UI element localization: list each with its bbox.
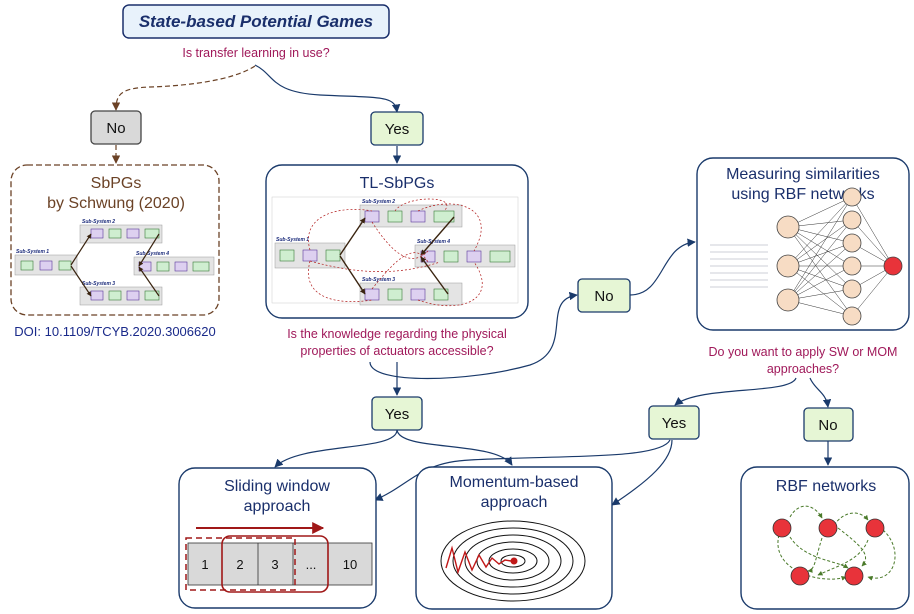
tlsbpgs-title: TL-SbPGs <box>360 175 435 192</box>
title-box: State-based Potential Games <box>122 4 390 39</box>
question-sw-mom-line1: Do you want to apply SW or MOM <box>709 345 898 359</box>
question-transfer-learning: Is transfer learning in use? <box>182 46 329 60</box>
similarity-title-line1: Measuring similarities <box>726 166 880 183</box>
sliding-window-box: Sliding window approach 1 2 3 ... 10 <box>178 467 377 609</box>
sbpgs-ss3-label: Sub-System 3 <box>82 281 115 287</box>
decision-yes-1-label: Yes <box>385 121 409 138</box>
sliding-cell-3: 3 <box>271 557 278 572</box>
sliding-title-line2: approach <box>244 498 311 515</box>
sbpgs-title-line1: SbPGs <box>91 175 142 192</box>
arrow-no2-to-similarity <box>629 238 696 296</box>
tlsbpgs-box: TL-SbPGs Sub-System 1 Sub-System 2 Sub-S… <box>265 164 529 319</box>
decision-no-2: No <box>577 278 631 313</box>
data-table-sketch <box>710 244 768 288</box>
arrow-q1-to-no1 <box>111 65 256 111</box>
decision-no-2-label: No <box>594 288 613 305</box>
sbpgs-ss4-label: Sub-System 4 <box>136 251 169 257</box>
sliding-cell-2: 2 <box>236 557 243 572</box>
tlsbpgs-system-sketch: Sub-System 1 Sub-System 2 Sub-System 4 S… <box>271 196 519 307</box>
sliding-window-prev <box>185 537 296 591</box>
momentum-minimum-point <box>510 557 518 565</box>
arrow-yes2-to-momentum <box>396 429 513 466</box>
sbpgs-ss2-label: Sub-System 2 <box>82 219 115 225</box>
decision-no-1-label: No <box>106 120 125 137</box>
momentum-title-line2: approach <box>481 494 548 511</box>
arrow-q3-to-no3 <box>809 377 832 408</box>
question-sw-mom-line2: approaches? <box>767 362 839 376</box>
arrow-q1-to-yes <box>254 64 401 113</box>
sbpgs-ss1-label: Sub-System 1 <box>16 249 49 255</box>
arrow-yes3-to-sliding <box>374 439 671 501</box>
decision-no-3-label: No <box>818 417 837 434</box>
sliding-title-line1: Sliding window <box>224 478 330 495</box>
contour-plot <box>440 520 586 602</box>
decision-yes-3-label: Yes <box>662 415 686 432</box>
similarity-title-line2: using RBF networks <box>731 186 874 203</box>
sbpgs-doi: DOI: 10.1109/TCYB.2020.3006620 <box>14 324 215 339</box>
rbf-networks-title: RBF networks <box>776 478 876 495</box>
sbpgs-title-line2: by Schwung (2020) <box>47 195 185 212</box>
momentum-title-line1: Momentum-based <box>450 474 579 491</box>
tl-ss1-label: Sub-System 1 <box>276 237 309 243</box>
momentum-box: Momentum-based approach <box>415 466 613 610</box>
rbf-graph-nodes <box>772 518 885 586</box>
sliding-cells <box>187 542 373 586</box>
decision-no-1: No <box>90 110 142 145</box>
decision-yes-2-label: Yes <box>385 406 409 423</box>
sliding-cell-1: 1 <box>201 557 208 572</box>
rbf-networks-box: RBF networks <box>740 466 910 610</box>
question-physical-properties-line1: Is the knowledge regarding the physical <box>287 327 507 341</box>
arrow-yes2-to-sliding <box>274 429 398 468</box>
diagram-title: State-based Potential Games <box>139 12 373 31</box>
momentum-trajectory <box>445 545 512 575</box>
sliding-window-current <box>221 535 329 593</box>
connectors <box>254 64 833 506</box>
decision-yes-2: Yes <box>371 396 423 431</box>
decision-no-3: No <box>803 407 854 442</box>
arrow-q3-to-yes3 <box>674 377 797 406</box>
sliding-cell-10: 10 <box>343 557 357 572</box>
sbpgs-system-sketch: Sub-System 1 Sub-System 2 Sub-System 4 S… <box>14 219 215 306</box>
tl-ss3-label: Sub-System 3 <box>362 277 395 283</box>
question-physical-properties-line2: properties of actuators accessible? <box>300 344 493 358</box>
tl-ss4-label: Sub-System 4 <box>417 239 450 245</box>
decision-yes-1: Yes <box>370 111 424 146</box>
arrow-yes3-to-momentum <box>611 439 673 506</box>
tl-ss2-label: Sub-System 2 <box>362 199 395 205</box>
similarity-box: Measuring similarities using RBF network… <box>696 157 910 331</box>
rbf-network-sketch <box>776 187 903 326</box>
sbpgs-box: SbPGs by Schwung (2020) Sub-System 1 Sub… <box>10 164 220 316</box>
no-branch-connectors <box>111 65 256 164</box>
sliding-cell-ellipsis: ... <box>306 557 317 572</box>
arrow-q2-to-no2 <box>369 291 578 380</box>
decision-yes-3: Yes <box>648 405 700 440</box>
